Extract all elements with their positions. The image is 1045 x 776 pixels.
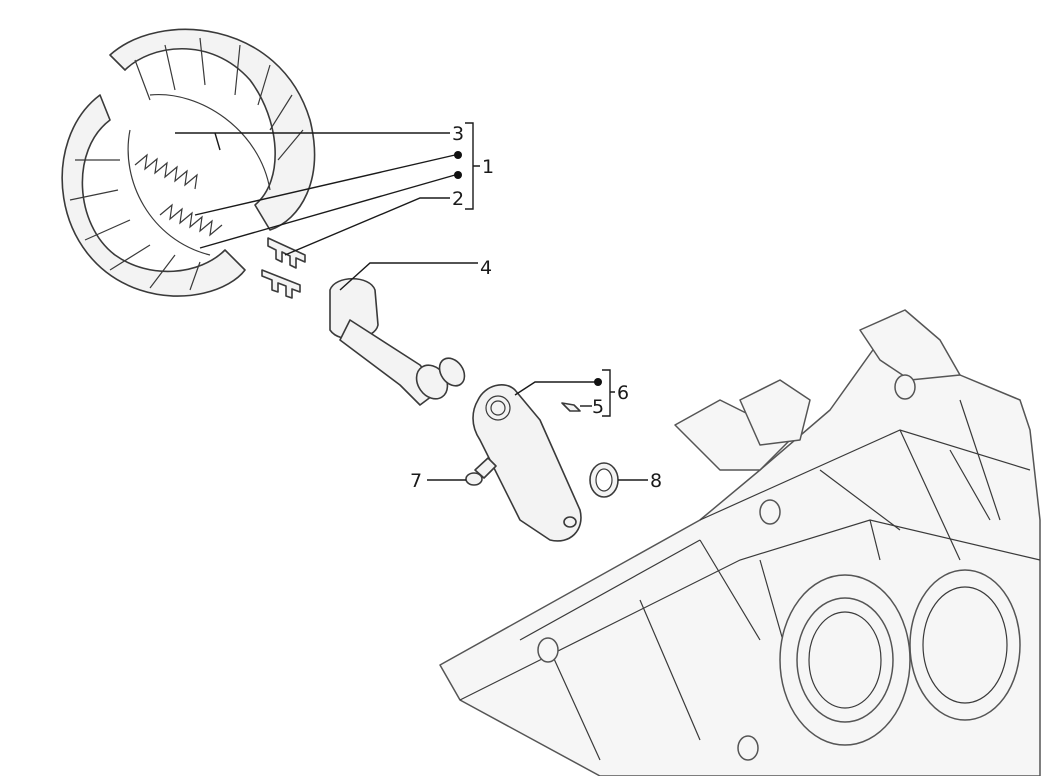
bolt [465, 457, 497, 486]
callout-7: 7 [410, 470, 422, 492]
brake-clips [261, 237, 306, 299]
brake-shoes [61, 28, 316, 297]
assembly-dot [454, 151, 462, 159]
callout-3: 3 [452, 123, 464, 145]
engine-casing [439, 309, 1041, 776]
assembly-dot [454, 171, 462, 179]
brake-lever [472, 384, 582, 542]
callout-5: 5 [592, 396, 604, 418]
callout-1: 1 [482, 156, 494, 178]
callout-6: 6 [617, 382, 629, 404]
return-springs [134, 153, 223, 237]
key [561, 402, 581, 412]
brake-cam-shaft [329, 278, 466, 406]
assembly-dot [594, 378, 602, 386]
callout-2: 2 [452, 188, 464, 210]
washer [589, 462, 619, 498]
callout-8: 8 [650, 470, 662, 492]
callout-4: 4 [480, 257, 492, 279]
leader-lines [175, 122, 648, 481]
